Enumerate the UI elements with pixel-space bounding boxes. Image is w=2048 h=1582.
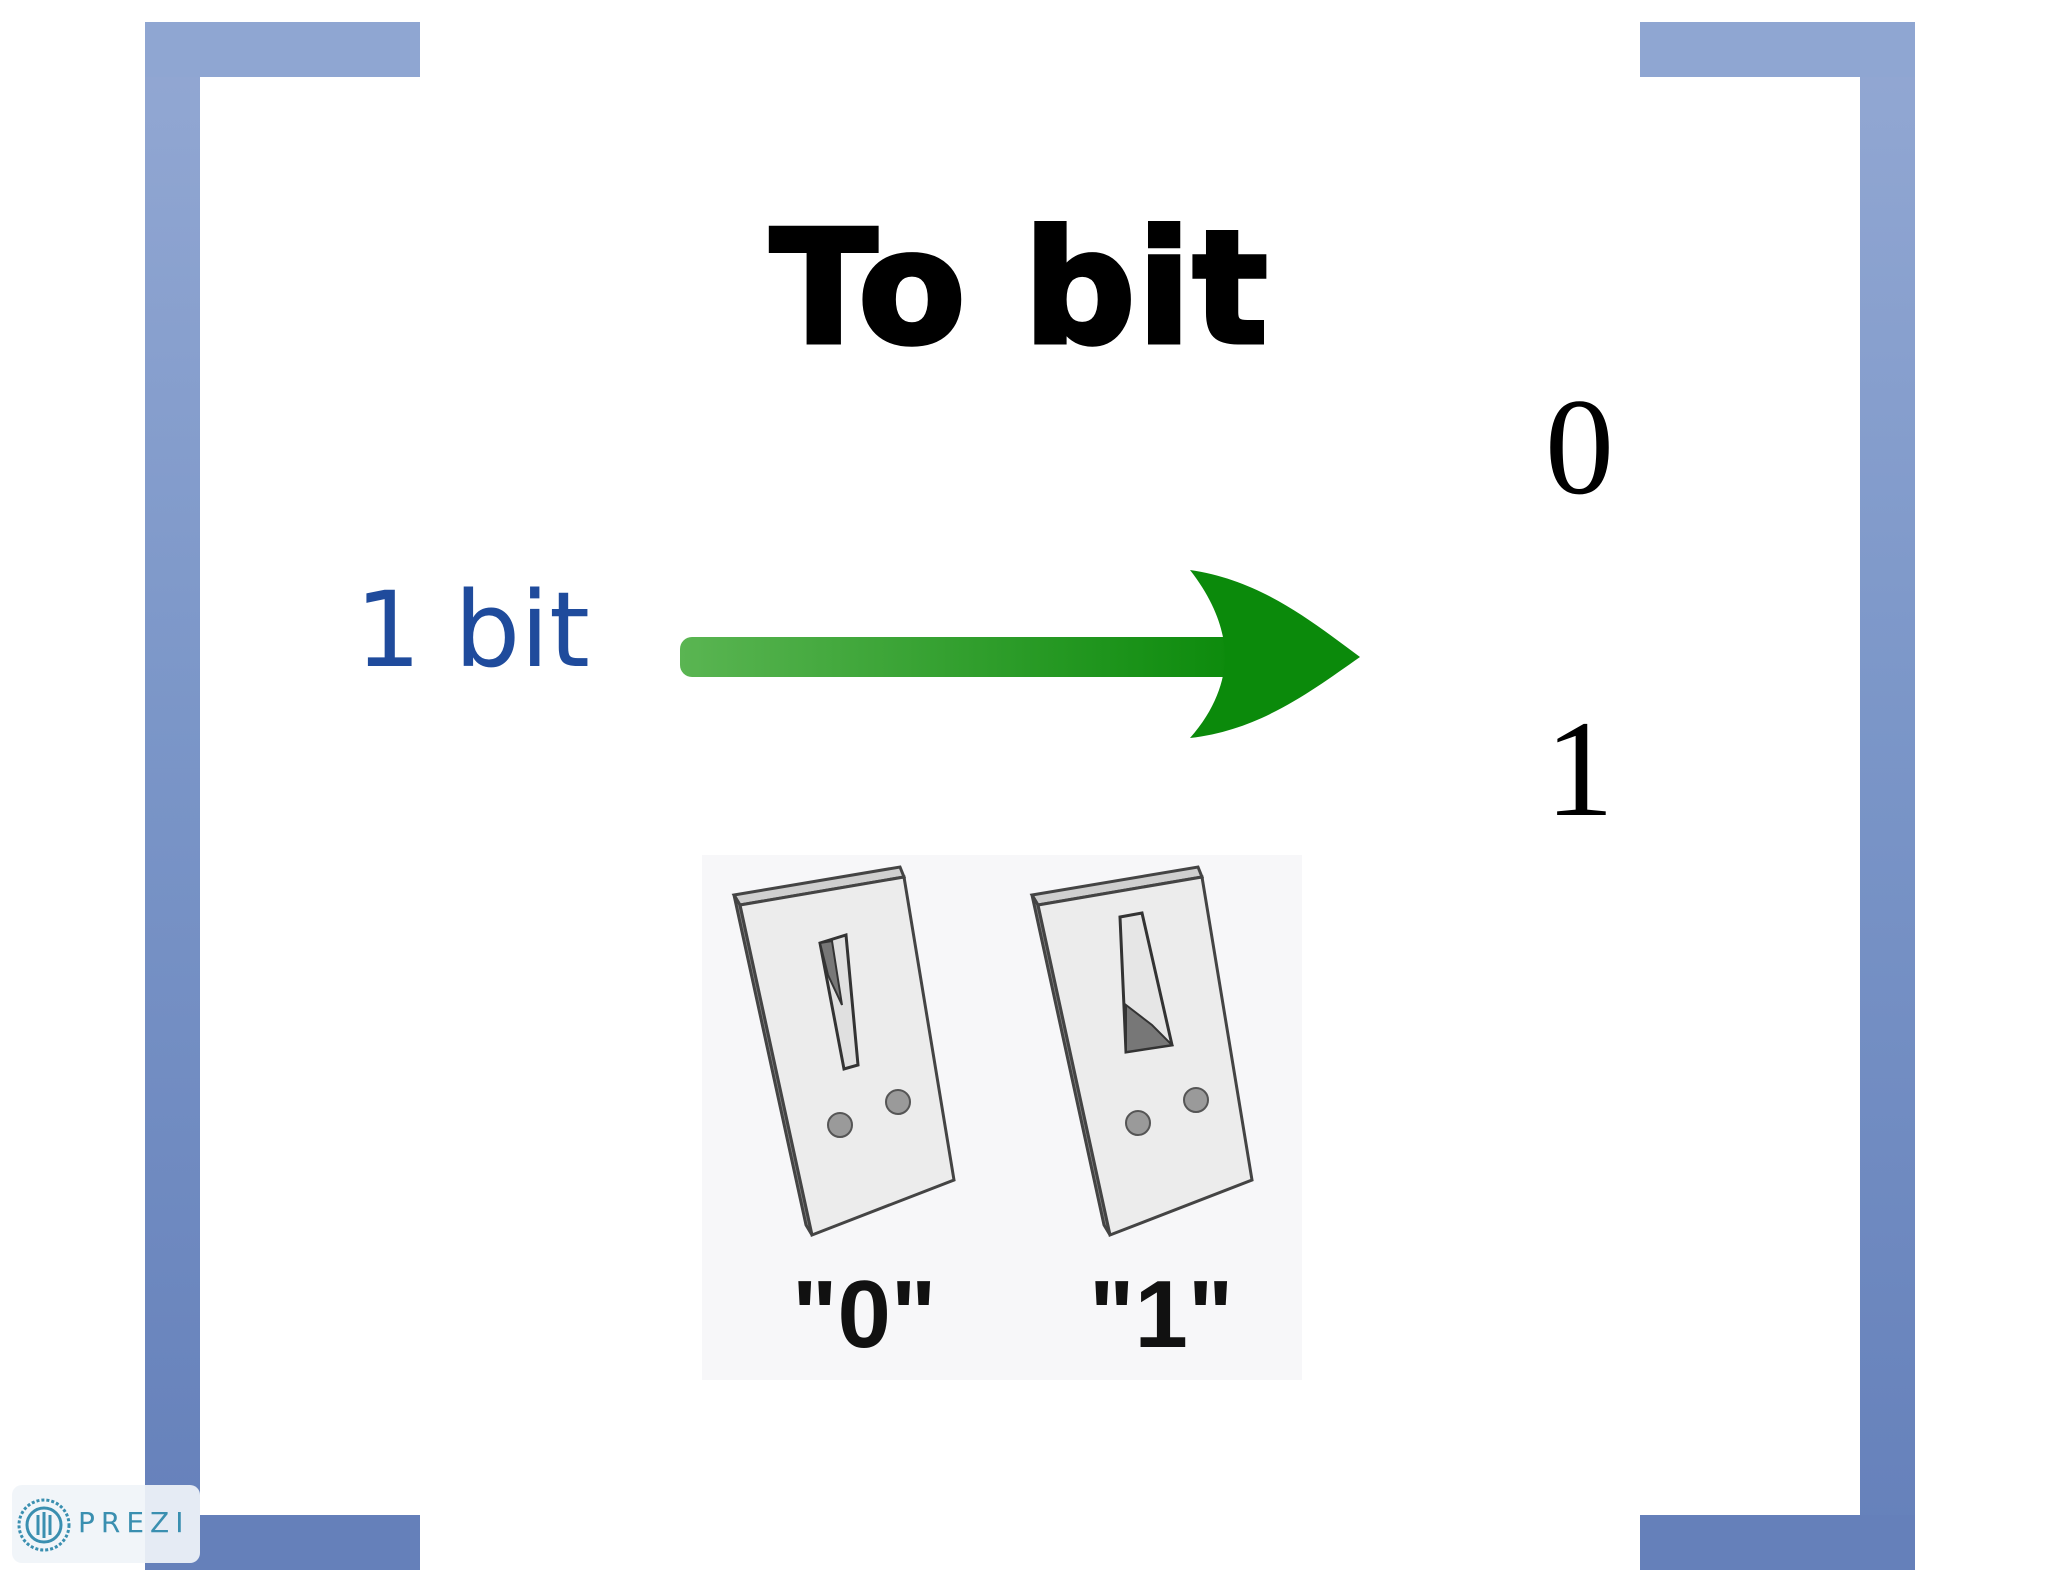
prezi-watermark[interactable]: PREZI [12,1485,200,1563]
light-switches-illustration: "0" "1" [702,855,1302,1380]
prezi-logo-icon [17,1498,71,1552]
one-bit-label: 1 bit [355,569,590,691]
left-bracket-top [145,22,420,77]
switches-drawing [731,865,1254,1238]
prezi-wordmark: PREZI [78,1506,190,1539]
switch-on-caption: "1" [1089,1261,1234,1368]
page-title: To bit [768,197,1270,379]
right-arrow-icon [680,570,1360,738]
value-zero: 0 [1545,370,1614,523]
left-bracket-vertical [145,22,200,1570]
right-bracket-top [1640,22,1915,77]
value-one: 1 [1545,692,1614,845]
right-bracket-vertical [1860,22,1915,1570]
switch-off-caption: "0" [792,1261,937,1368]
switch-on-icon [1029,865,1254,1238]
switch-off-icon [731,865,956,1238]
right-bracket-bottom [1640,1515,1915,1570]
